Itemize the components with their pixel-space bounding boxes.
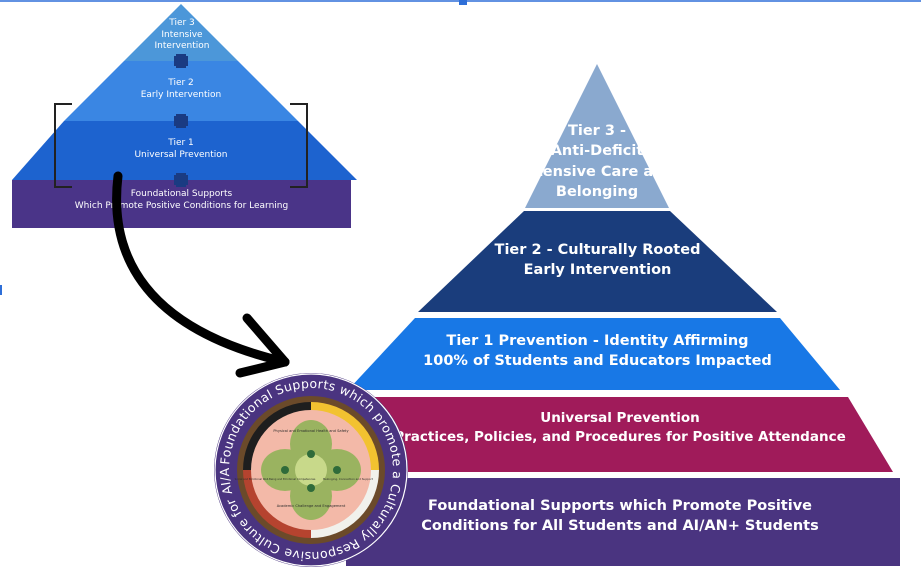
wellbeing-icon: [281, 466, 289, 474]
small-tier1-line1: Tier 1: [168, 138, 194, 148]
large-tier3-line2: Anti-Deficit: [550, 143, 644, 160]
small-foundation-label: Foundational Supports Which Promote Posi…: [12, 189, 351, 212]
large-tier1-line2: 100% of Students and Educators Impacted: [423, 353, 772, 370]
plus-icon: [174, 54, 188, 68]
arrow-shaft: [112, 171, 290, 367]
large-tier2-label: Tier 2 - Culturally Rooted Early Interve…: [450, 240, 745, 281]
large-foundation-shape: [346, 478, 900, 566]
small-tier3-line2: Intensive: [161, 29, 203, 40]
large-tier3-line1: Tier 3 -: [567, 123, 627, 139]
large-tier1-line1: Tier 1 Prevention - Identity Affirming: [446, 333, 749, 349]
small-tier3-label: Tier 3 Intensive Intervention: [130, 18, 234, 53]
large-tier2-line2: Early Intervention: [523, 262, 672, 279]
large-tier2-line1: Tier 2 - Culturally Rooted: [494, 242, 701, 258]
bracket-left: [54, 103, 72, 188]
small-foundation-line2: Which Promote Positive Conditions for Le…: [74, 200, 289, 211]
small-tier2-label: Tier 2 Early Intervention: [100, 78, 262, 101]
academic-icon: [307, 484, 315, 492]
medicine-wheel: [237, 396, 385, 544]
large-universal-line1: Universal Prevention: [540, 410, 700, 426]
large-tier1-shape: [348, 318, 840, 390]
large-foundation-label: Foundational Supports which Promote Posi…: [400, 496, 840, 537]
large-universal-shape: [346, 397, 893, 472]
large-tier2-shape: [418, 211, 777, 312]
large-universal-line2: Practices, Policies, and Procedures for …: [394, 428, 846, 445]
small-tier1-line2: Universal Prevention: [134, 149, 228, 160]
large-tier1-label: Tier 1 Prevention - Identity Affirming 1…: [400, 331, 795, 372]
circle-emblem: Foundational Supports which promote a Cu…: [211, 370, 408, 567]
wheel-label-top: Physical and Emotional Health and Safety: [273, 429, 349, 433]
plus-icon: [174, 114, 188, 128]
large-tier3-shape: [525, 64, 669, 208]
small-tier2-line1: Tier 2: [168, 78, 194, 88]
large-tier3-line4: Belonging: [555, 183, 639, 200]
bracket-right: [290, 103, 308, 188]
large-universal-label: Universal Prevention Practices, Policies…: [380, 409, 860, 447]
large-foundation-line1: Foundational Supports which Promote Posi…: [428, 498, 812, 514]
large-tier3-label: Tier 3 - Anti-Deficit Intensive Care and…: [510, 121, 684, 202]
wheel-label-bottom: Academic Challenge and Engagement: [277, 504, 346, 508]
small-foundation-line1: Foundational Supports: [130, 189, 233, 199]
small-tier2-shape: [64, 61, 298, 121]
plus-icon: [174, 173, 188, 187]
small-tier1-shape: [12, 121, 357, 180]
large-tier3-line3: Intensive Care and: [520, 163, 674, 180]
small-tier2-line2: Early Intervention: [140, 89, 222, 100]
small-tier1-label: Tier 1 Universal Prevention: [100, 138, 262, 161]
small-tier3-line1: Tier 3: [169, 18, 195, 28]
small-tier3-shape: [124, 4, 238, 61]
left-edge-mark: [0, 285, 2, 295]
wheel-label-right: Belonging, Connection and Support: [323, 477, 374, 481]
small-pyramid: [12, 4, 357, 228]
large-foundation-line2: Conditions for All Students and AI/AN+ S…: [421, 518, 819, 535]
top-border-line: [0, 0, 921, 5]
wheel-label-left: Social and Emotional Well-Being and Emot…: [235, 477, 316, 481]
small-tier3-line3: Intervention: [154, 41, 210, 52]
arrow-head-icon: [235, 313, 290, 378]
health-icon: [307, 450, 315, 458]
belonging-icon: [333, 466, 341, 474]
